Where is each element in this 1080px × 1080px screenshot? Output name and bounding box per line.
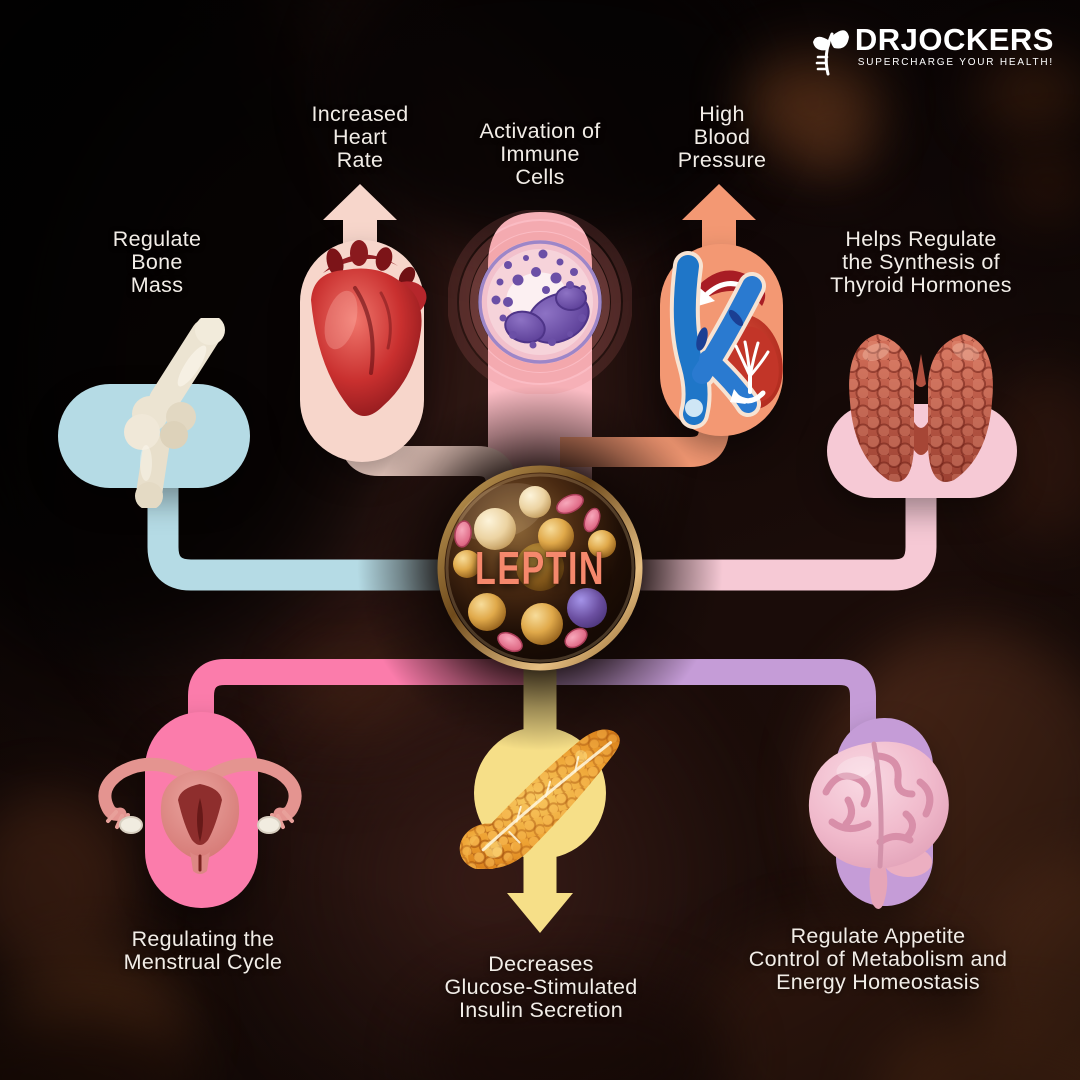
immune-cell-icon [448,210,632,394]
background-tissue-blob [980,55,1080,130]
pancreatic-duct [481,741,613,852]
background-tissue-blob [0,795,130,980]
heart-icon [311,240,427,416]
bone-joint-icon [124,318,225,508]
gyri [822,752,934,846]
pipe-uterus [188,659,540,722]
label-thyroid: Helps Regulate the Synthesis of Thyroid … [830,227,1012,297]
brainstem [869,862,888,910]
background-tissue-blob [1005,150,1080,215]
leptin-hub-label: LEPTIN [475,542,605,594]
ovary-right [257,816,281,834]
background-dark-blob [330,0,760,250]
thyroid-icon [849,334,993,482]
label-brain: Regulate Appetite Control of Metabolism … [748,924,1008,994]
blood-vessels-icon [669,251,783,429]
pipe-brain [540,659,876,737]
white-valve-arrow [730,389,766,404]
nucleus [504,285,590,344]
glow-ring [470,232,610,372]
background-tissue-blob [795,118,870,170]
uterus-icon [98,757,302,874]
sprout-icon [812,30,849,76]
label-heart: Increased Heart Rate [311,102,409,172]
pancreas-icon [459,729,620,869]
cell-spheres [453,486,616,645]
cell-mitochondria [454,493,601,653]
chordae-lines [734,340,770,394]
brand-logo: DRJOCKERS SUPERCHARGE YOUR HEALTH! [806,24,1054,76]
ovary-left [119,816,143,834]
arrow-up-blood-pressure [682,184,756,260]
thyroid-lobes [849,334,993,482]
granules [491,249,586,349]
glow-ring [448,210,632,394]
label-blood-pressure: High Blood Pressure [677,102,767,172]
arrow-down-pancreas [507,893,573,933]
label-immune: Activation of Immune Cells [479,119,601,189]
arrow-up-heart [323,184,397,260]
brand-name: DRJOCKERS [854,22,1054,57]
pancreas-body [459,729,620,869]
pipe-bone [147,455,540,591]
wheat-lines [815,55,829,71]
leptin-cell [437,465,643,671]
label-bone: Regulate Bone Mass [112,227,202,297]
pipe-thyroid [555,478,937,591]
brand-tagline: SUPERCHARGE YOUR HEALTH! [857,57,1054,68]
glow-ring [459,221,621,383]
lower-bone [124,414,188,508]
label-uterus: Regulating the Menstrual Cycle [123,927,283,974]
label-pancreas: Decreases Glucose-Stimulated Insulin Sec… [444,952,638,1022]
brain-icon [808,741,949,910]
